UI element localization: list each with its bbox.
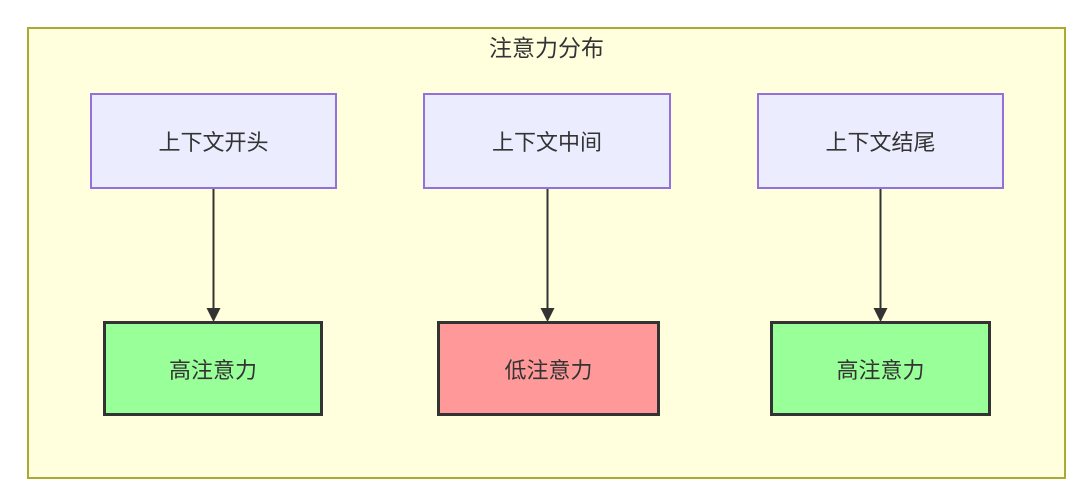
diagram-title: 注意力分布 bbox=[489, 35, 604, 61]
arrow-down-icon bbox=[873, 189, 888, 322]
node-context-end: 上下文结尾 bbox=[757, 93, 1004, 189]
node-context-middle: 上下文中间 bbox=[423, 93, 671, 189]
node-label: 高注意力 bbox=[168, 357, 257, 383]
node-label: 上下文结尾 bbox=[825, 130, 936, 155]
node-high-attention-1: 高注意力 bbox=[103, 321, 323, 416]
node-low-attention: 低注意力 bbox=[437, 321, 660, 416]
node-label: 上下文中间 bbox=[491, 130, 602, 155]
node-label: 低注意力 bbox=[504, 357, 593, 383]
arrow-down-icon bbox=[540, 189, 554, 322]
node-high-attention-2: 高注意力 bbox=[770, 321, 991, 416]
arrow-down-icon bbox=[206, 189, 221, 322]
node-label: 高注意力 bbox=[836, 357, 925, 383]
node-context-beginning: 上下文开头 bbox=[90, 93, 337, 189]
node-label: 上下文开头 bbox=[158, 130, 269, 155]
